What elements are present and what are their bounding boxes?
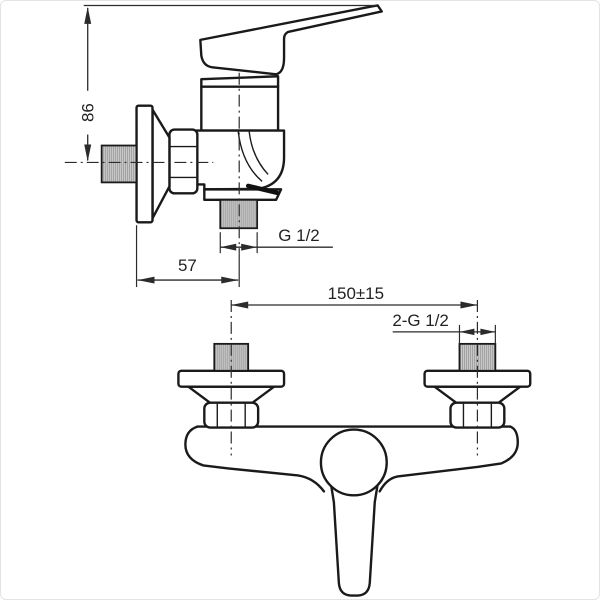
label-inlet-thread: 2-G 1/2 — [392, 311, 496, 344]
side-view: 86 57 G 1/2 — [64, 4, 383, 288]
lever-handle-side — [199, 4, 383, 76]
inlet-thread-label: 2-G 1/2 — [392, 311, 449, 330]
elbow-flange-edge — [245, 183, 280, 196]
elbow-inner-curve2 — [248, 131, 269, 175]
dim-wall-offset-label: 57 — [178, 256, 197, 275]
lever-handle-front — [328, 476, 380, 597]
front-view: 150±15 2-G 1/2 — [177, 284, 532, 597]
cartridge-dome — [319, 428, 388, 497]
wall-flange-plate — [135, 104, 154, 224]
outlet-thread-label: G 1/2 — [278, 226, 319, 245]
dim-wall-offset: 57 — [135, 225, 240, 288]
label-outlet-thread: G 1/2 — [219, 226, 333, 254]
left-connector — [177, 342, 286, 429]
dim-height-label: 86 — [79, 103, 98, 122]
wall-nut-side — [168, 128, 199, 195]
dim-height: 86 — [79, 4, 377, 162]
dim-inlet-spacing: 150±15 — [231, 284, 478, 309]
elbow-block — [195, 129, 286, 191]
elbow-inner-curve — [237, 131, 263, 182]
inlet-spacing-label: 150±15 — [328, 284, 384, 303]
inlet-thread-pipe-side — [100, 144, 138, 184]
body-right-end — [378, 425, 519, 493]
wall-flange-cone — [151, 108, 171, 220]
body-left-end — [184, 425, 326, 493]
